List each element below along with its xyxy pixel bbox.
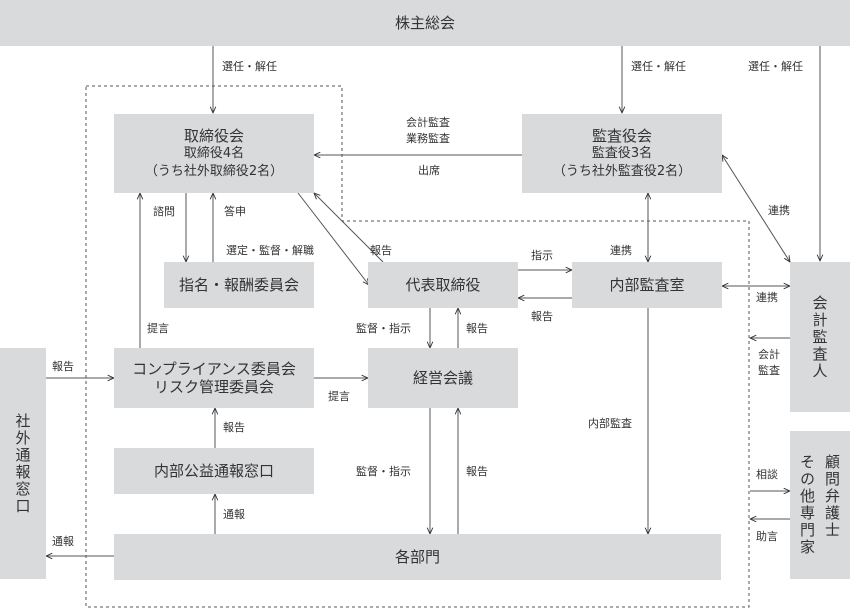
internal-audit-label: 内部監査 [588, 417, 632, 430]
elect-label-audit-board: 選任・解任 [631, 60, 686, 73]
shareholders-meeting-box: 株主総会 [0, 0, 850, 46]
elect-label-board: 選任・解任 [222, 60, 277, 73]
accounting-auditor-box: 会計監査人 [790, 262, 850, 412]
board-members: 取締役4名 [183, 145, 245, 161]
management-meeting-box: 経営会議 [368, 348, 518, 408]
report-internal-audit-label: 報告 [531, 310, 553, 323]
coop-label-audit-internal: 連携 [610, 244, 632, 257]
report-internal-hotline-label: 報告 [223, 421, 245, 434]
compliance-committee-label: コンプライアンス委員会 [132, 360, 296, 378]
report-to-board-label: 報告 [370, 244, 392, 257]
nomination-committee-box: 指名・報酬委員会 [164, 262, 314, 308]
accounting-audit-label-2: 監査 [758, 364, 780, 377]
representative-director-box: 代表取締役 [368, 262, 518, 308]
report-answer-label: 答申 [224, 205, 246, 218]
select-supervise-label: 選定・監督・解職 [226, 244, 314, 257]
notify-label-internal: 通報 [223, 508, 245, 521]
coop-label-audit-auditor: 連携 [768, 204, 790, 217]
representative-director-label: 代表取締役 [405, 276, 481, 294]
attend-label: 出席 [418, 164, 440, 177]
board-title: 取締役会 [183, 126, 244, 145]
instruct-label: 指示 [531, 249, 553, 262]
internal-hotline-box: 内部公益通報窓口 [114, 448, 314, 494]
business-audit-label: 業務監査 [406, 132, 450, 145]
elect-label-auditor: 選任・解任 [748, 60, 803, 73]
accounting-auditor-label: 会計監査人 [810, 294, 829, 380]
accounting-audit-label: 会計監査 [406, 116, 450, 129]
audit-board-members: 監査役3名 [591, 145, 653, 161]
notify-label-external: 通報 [52, 535, 74, 548]
external-hotline-box: 社外通報窓口 [0, 348, 46, 579]
management-meeting-label: 経営会議 [412, 369, 473, 387]
nomination-committee-label: 指名・報酬委員会 [178, 276, 299, 294]
internal-audit-office-box: 内部監査室 [572, 262, 722, 308]
propose-label-board: 提言 [147, 322, 169, 335]
supervise-label-departments: 監督・指示 [356, 465, 411, 478]
audit-board-outside-members: （うち社外監査役2名） [552, 163, 692, 179]
other-experts-label: その他専門家 [798, 454, 816, 556]
departments-label: 各部門 [394, 548, 440, 566]
internal-audit-office-label: 内部監査室 [609, 276, 685, 294]
report-management-label: 報告 [466, 322, 488, 335]
risk-committee-label: リスク管理委員会 [153, 378, 274, 396]
coop-label-internal-auditor: 連携 [756, 291, 778, 304]
departments-box: 各部門 [114, 534, 721, 580]
supervise-label-management: 監督・指示 [356, 322, 411, 335]
board-of-directors-box: 取締役会 取締役4名 （うち社外取締役2名） [114, 114, 314, 193]
audit-board-title: 監査役会 [591, 126, 652, 145]
inquiry-label: 諮問 [153, 205, 175, 218]
external-hotline-label: 社外通報窓口 [13, 412, 32, 515]
report-departments-label: 報告 [466, 465, 488, 478]
advice-label: 助言 [756, 530, 778, 543]
compliance-committee-box: コンプライアンス委員会 リスク管理委員会 [114, 348, 314, 408]
shareholders-meeting-label: 株主総会 [394, 14, 455, 32]
board-outside-members: （うち社外取締役2名） [144, 163, 284, 179]
consult-label: 相談 [756, 468, 778, 481]
internal-hotline-label: 内部公益通報窓口 [153, 462, 274, 480]
audit-board-box: 監査役会 監査役3名 （うち社外監査役2名） [522, 114, 722, 193]
advisors-box: 顧問弁護士 その他専門家 [790, 431, 850, 579]
accounting-audit-label-1: 会計 [758, 348, 780, 361]
legal-advisor-label: 顧問弁護士 [823, 454, 841, 539]
report-hotline-label: 報告 [52, 360, 74, 373]
propose-label-management: 提言 [328, 390, 350, 403]
